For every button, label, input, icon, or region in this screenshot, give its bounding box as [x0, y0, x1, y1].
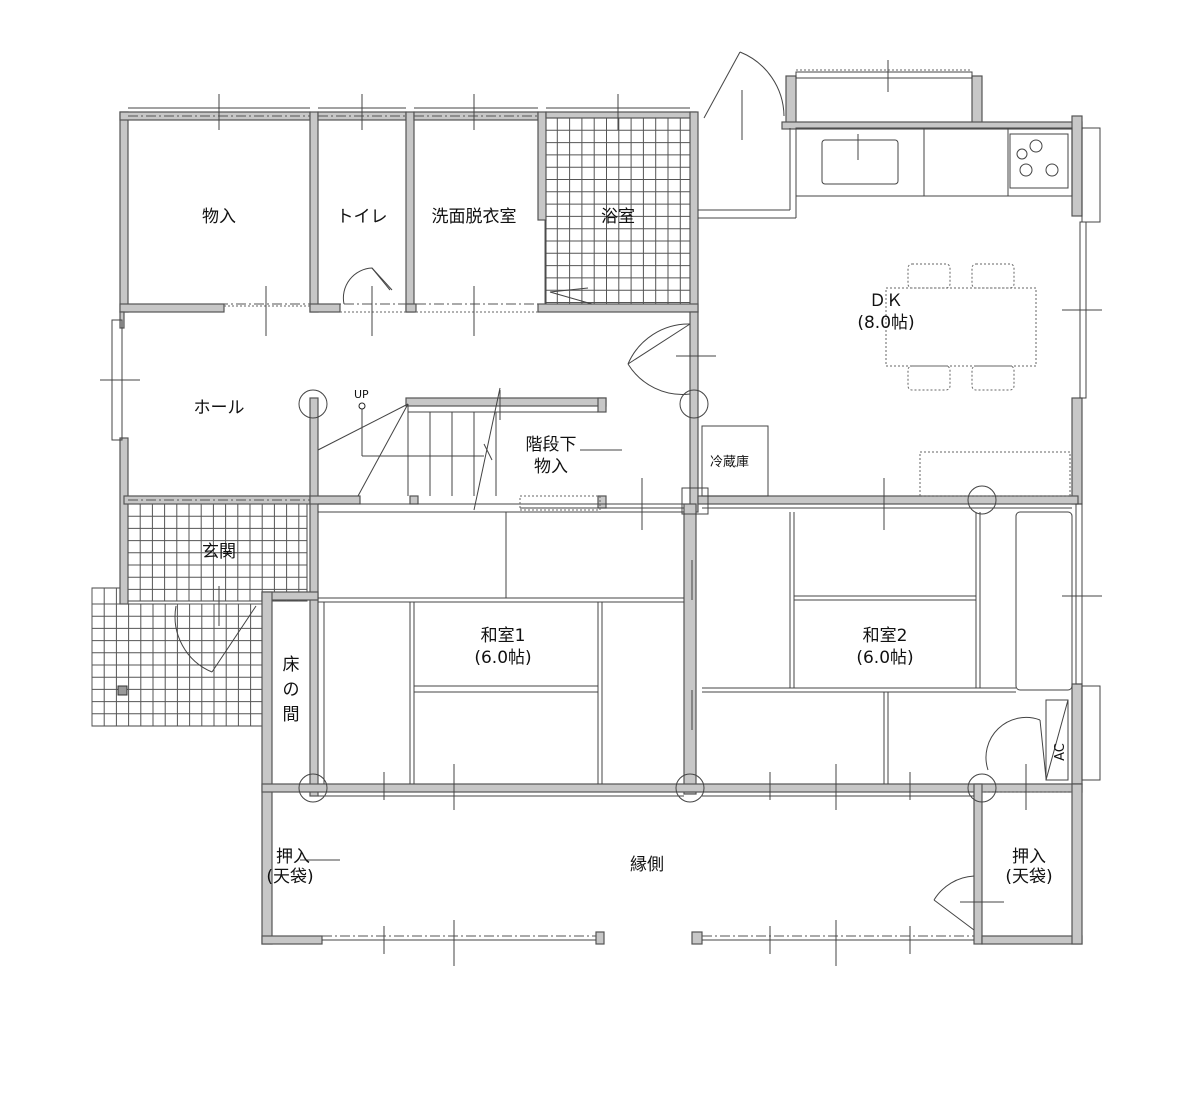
column-markers	[298, 389, 997, 803]
room-tokonoma-1: 床	[283, 655, 300, 675]
room-tokonoma-2: の	[283, 680, 300, 700]
room-dk-size: (8.0帖)	[857, 313, 914, 333]
room-washitsu2: 和室2	[863, 626, 908, 646]
room-washitsu1: 和室1	[481, 626, 526, 646]
room-washroom: 洗面脱衣室	[432, 207, 517, 227]
room-washitsu2-size: (6.0帖)	[856, 648, 913, 668]
ac-label: AC	[1053, 743, 1068, 761]
room-tokonoma-3: 間	[283, 705, 300, 725]
tatami-lines	[318, 511, 1073, 784]
porch-tile-floor	[91, 587, 263, 727]
fridge-label: 冷蔵庫	[710, 455, 749, 470]
room-bathroom: 浴室	[601, 207, 635, 227]
window-lines	[111, 69, 1101, 941]
room-stair-storage-line2: 物入	[534, 457, 568, 477]
room-closet-left-2: (天袋)	[266, 867, 313, 887]
sliding-marks	[100, 60, 1102, 966]
room-entrance: 玄関	[202, 542, 236, 562]
cupboard	[919, 451, 1071, 497]
walls	[119, 75, 1083, 945]
room-closet-right-1: 押入	[1012, 847, 1046, 867]
dining-table	[885, 263, 1037, 391]
room-labels: 物入 トイレ 洗面脱衣室 浴室 ＤＫ (8.0帖) ホール 階段下 物入 冷蔵庫…	[194, 207, 1069, 887]
room-hall: ホール	[194, 398, 245, 418]
stair-up-label: UP	[354, 388, 369, 401]
room-washitsu1-size: (6.0帖)	[474, 648, 531, 668]
room-closet-left-1: 押入	[276, 847, 310, 867]
room-closet-right-2: (天袋)	[1005, 867, 1052, 887]
doors	[128, 51, 1047, 931]
staircase	[317, 387, 601, 511]
room-stair-storage-line1: 階段下	[526, 435, 577, 455]
room-storage: 物入	[202, 207, 236, 227]
kitchen-counter	[795, 127, 1073, 197]
room-engawa: 縁側	[630, 855, 664, 875]
room-dk: ＤＫ	[869, 291, 903, 311]
room-toilet: トイレ	[337, 207, 388, 227]
fridge-box	[701, 425, 769, 497]
